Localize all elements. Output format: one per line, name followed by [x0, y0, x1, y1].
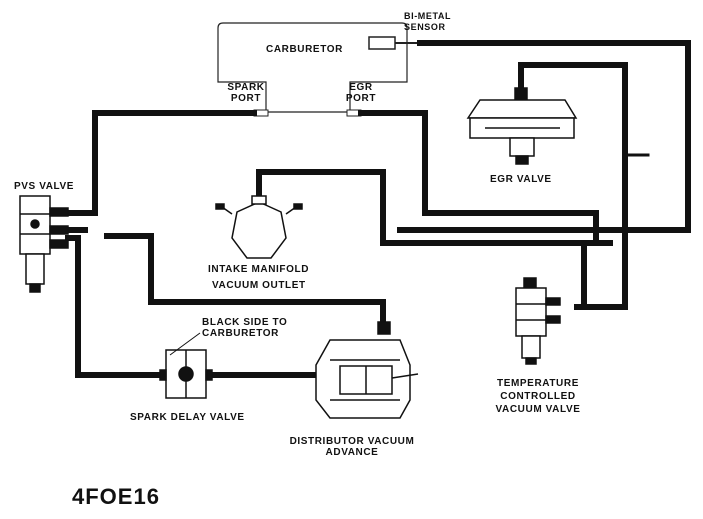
egr-valve-label: EGR VALVE	[490, 174, 552, 185]
spark-delay-valve-text: SPARK DELAY VALVE	[130, 412, 245, 423]
tcvv-drawing	[515, 277, 561, 365]
carburetor-outline	[217, 22, 408, 113]
egr-port-text: EGR PORT	[345, 82, 377, 104]
spark-port-label: SPARK PORT	[224, 82, 268, 104]
intake-manifold-label: INTAKE MANIFOLD	[208, 264, 309, 275]
figure-code: 4FOE16	[72, 484, 160, 510]
carburetor-text: CARBURETOR	[266, 44, 343, 55]
pvs-valve-label: PVS VALVE	[14, 181, 74, 192]
distributor-vacuum-advance-text: DISTRIBUTOR VACUUM ADVANCE	[289, 436, 415, 458]
hose-spark-delay	[65, 235, 163, 378]
tcvv-label: TEMPERATURE CONTROLLED VACUUM VALVE	[486, 377, 590, 416]
hose-spark-port	[65, 110, 257, 216]
tcvv-text: TEMPERATURE CONTROLLED VACUUM VALVE	[495, 378, 581, 415]
pvs-valve-drawing	[19, 195, 69, 293]
hose-egr-valve	[518, 62, 628, 310]
distributor-vacuum-advance-label: DISTRIBUTOR VACUUM ADVANCE	[278, 436, 426, 458]
vacuum-outlet-label: VACUUM OUTLET	[212, 280, 306, 291]
hose-manifold-to-tcvv	[256, 169, 613, 246]
egr-valve-text: EGR VALVE	[490, 174, 552, 185]
hose-bimetal-sensor	[397, 40, 691, 233]
figure-code-text: 4FOE16	[72, 484, 160, 509]
vacuum-outlet-text: VACUUM OUTLET	[212, 280, 306, 291]
hose-egr-port	[358, 110, 599, 246]
distributor-vacuum-advance-drawing	[315, 321, 419, 419]
egr-valve-drawing	[466, 87, 578, 165]
carburetor-label: CARBURETOR	[266, 44, 343, 55]
spark-delay-valve-drawing	[159, 349, 213, 399]
black-side-text: BLACK SIDE TO CARBURETOR	[202, 317, 288, 339]
bimetal-sensor-label: BI-METAL SENSOR	[404, 11, 451, 33]
spark-port-text: SPARK PORT	[227, 82, 265, 104]
intake-manifold-drawing	[215, 195, 303, 259]
hose-pvs-to-distributor	[104, 233, 386, 329]
vacuum-hoses	[65, 40, 691, 378]
black-side-leader	[169, 332, 201, 356]
bimetal-sensor-body	[368, 36, 396, 50]
bimetal-sensor-text: BI-METAL SENSOR	[404, 11, 452, 32]
intake-manifold-text: INTAKE MANIFOLD	[208, 264, 310, 275]
egr-port-label: EGR PORT	[341, 82, 381, 104]
black-side-label: BLACK SIDE TO CARBURETOR	[202, 317, 287, 339]
pvs-valve-text: PVS VALVE	[14, 181, 75, 192]
spark-delay-valve-label: SPARK DELAY VALVE	[130, 412, 245, 423]
